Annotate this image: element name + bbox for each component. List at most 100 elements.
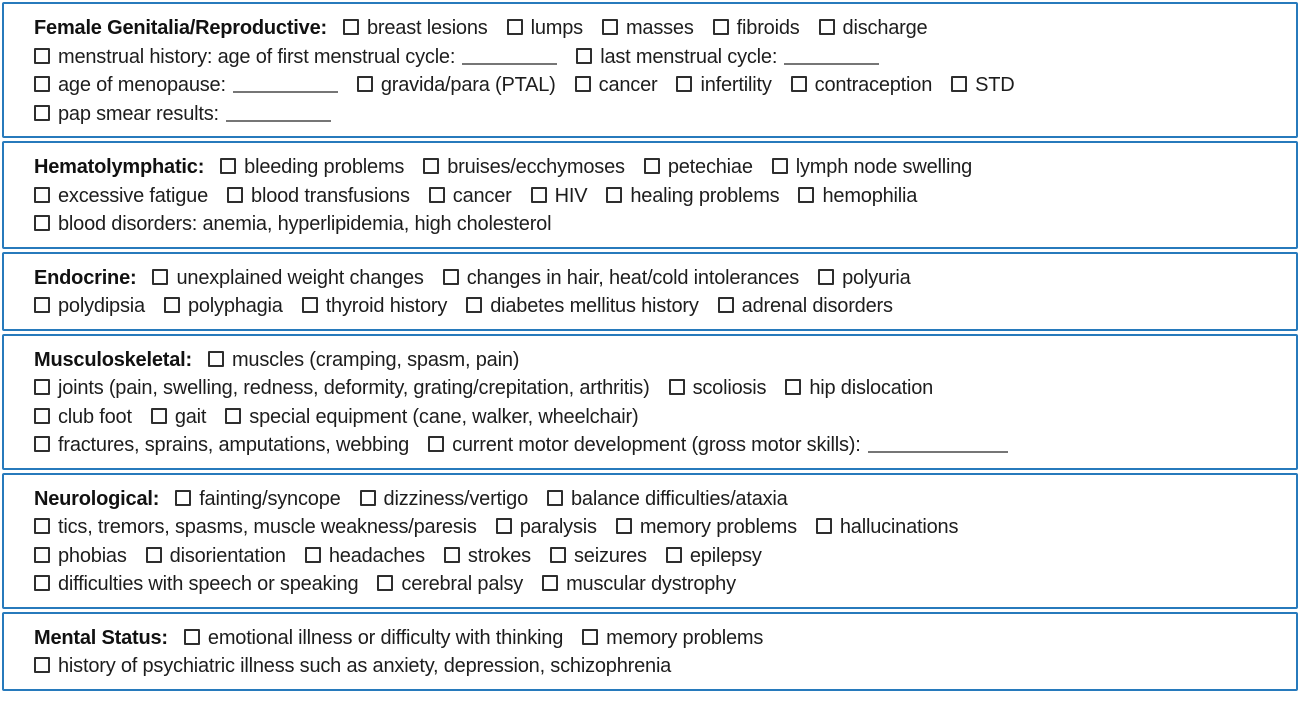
checkbox-unchecked-icon[interactable] — [359, 489, 376, 506]
fill-in-line[interactable] — [462, 62, 558, 65]
checkbox-unchecked-icon[interactable] — [423, 158, 440, 174]
form-line: pap smear results: — [34, 100, 1280, 129]
checkbox-unchecked-icon[interactable] — [34, 215, 50, 231]
checkbox-unchecked-icon[interactable] — [771, 158, 788, 174]
fill-in-line[interactable] — [867, 451, 1008, 453]
checkbox-unchecked-icon[interactable] — [815, 518, 832, 534]
checkbox-unchecked-icon[interactable] — [342, 19, 359, 35]
checkbox-label: contraception — [814, 74, 933, 96]
checkbox-unchecked-icon[interactable] — [301, 297, 318, 313]
checkbox-unchecked-icon[interactable] — [428, 436, 445, 452]
checkbox-label: hallucinations — [839, 516, 959, 538]
fill-in-line[interactable] — [784, 62, 880, 65]
form-line: Female Genitalia/Reproductive:breast les… — [34, 14, 1280, 43]
checkbox-unchecked-icon[interactable] — [530, 186, 547, 203]
checkbox-unchecked-icon[interactable] — [495, 518, 512, 534]
form-line: blood disorders: anemia, hyperlipidemia,… — [34, 210, 1280, 239]
checkbox-unchecked-icon[interactable] — [785, 379, 802, 395]
checklist-item: infertility — [676, 74, 772, 96]
checkbox-unchecked-icon[interactable] — [576, 47, 593, 64]
checklist-item: headaches — [304, 545, 425, 567]
checkbox-unchecked-icon[interactable] — [601, 19, 618, 35]
checkbox-unchecked-icon[interactable] — [220, 158, 237, 174]
checkbox-unchecked-icon[interactable] — [798, 186, 815, 203]
checklist-item: changes in hair, heat/cold intolerances — [442, 267, 799, 289]
checklist-item: age of menopause: — [34, 74, 338, 96]
checkbox-unchecked-icon[interactable] — [790, 76, 807, 92]
checkbox-unchecked-icon[interactable] — [428, 186, 445, 203]
checkbox-unchecked-icon[interactable] — [152, 268, 169, 285]
checkbox-label: healing problems — [630, 184, 780, 207]
section-title: Mental Status: — [34, 626, 168, 649]
fill-in-line[interactable] — [225, 119, 331, 122]
checklist-item: lymph node swelling — [771, 156, 972, 178]
checkbox-unchecked-icon[interactable] — [665, 546, 682, 563]
checkbox-unchecked-icon[interactable] — [163, 297, 180, 313]
checkbox-unchecked-icon[interactable] — [150, 407, 167, 424]
checklist-item: excessive fatigue — [34, 185, 208, 207]
checkbox-unchecked-icon[interactable] — [34, 47, 50, 64]
checkbox-unchecked-icon[interactable] — [34, 407, 50, 424]
form-line: age of menopause:gravida/para (PTAL)canc… — [34, 71, 1280, 100]
checkbox-label: cancer — [452, 184, 512, 207]
checkbox-label: scoliosis — [692, 377, 767, 399]
checklist-item: pap smear results: — [34, 103, 331, 125]
checkbox-unchecked-icon[interactable] — [34, 546, 50, 563]
form-line: Musculoskeletal:muscles (cramping, spasm… — [34, 346, 1280, 375]
checkbox-unchecked-icon[interactable] — [676, 76, 693, 92]
checkbox-unchecked-icon[interactable] — [225, 407, 242, 424]
checkbox-unchecked-icon[interactable] — [34, 186, 50, 203]
checkbox-unchecked-icon[interactable] — [717, 297, 734, 313]
checkbox-unchecked-icon[interactable] — [951, 76, 968, 92]
checkbox-unchecked-icon[interactable] — [34, 297, 50, 313]
checkbox-label: phobias — [58, 544, 127, 567]
checkbox-unchecked-icon[interactable] — [574, 76, 591, 92]
checkbox-unchecked-icon[interactable] — [712, 19, 729, 35]
checkbox-unchecked-icon[interactable] — [304, 546, 321, 563]
checklist-item: unexplained weight changes — [152, 267, 424, 289]
checkbox-unchecked-icon[interactable] — [615, 518, 632, 534]
checkbox-unchecked-icon[interactable] — [818, 19, 835, 35]
checkbox-unchecked-icon[interactable] — [227, 186, 244, 203]
checkbox-unchecked-icon[interactable] — [582, 628, 599, 645]
checkbox-unchecked-icon[interactable] — [443, 546, 460, 563]
checkbox-label: joints (pain, swelling, redness, deformi… — [58, 377, 650, 399]
checkbox-unchecked-icon[interactable] — [643, 158, 660, 174]
fill-in-line[interactable] — [232, 91, 338, 93]
checklist-item: blood transfusions — [227, 185, 410, 207]
checkbox-unchecked-icon[interactable] — [818, 268, 835, 285]
checklist-item: lumps — [506, 17, 583, 39]
checkbox-unchecked-icon[interactable] — [183, 628, 200, 645]
checkbox-unchecked-icon[interactable] — [466, 297, 483, 313]
checkbox-unchecked-icon[interactable] — [34, 76, 50, 92]
checkbox-unchecked-icon[interactable] — [34, 575, 50, 591]
checkbox-label: polyphagia — [187, 295, 283, 317]
checkbox-unchecked-icon[interactable] — [442, 268, 459, 285]
checkbox-unchecked-icon[interactable] — [506, 19, 523, 35]
checkbox-unchecked-icon[interactable] — [175, 489, 192, 506]
checkbox-unchecked-icon[interactable] — [34, 518, 50, 534]
checkbox-unchecked-icon[interactable] — [34, 104, 50, 121]
section-title: Hematolymphatic: — [34, 156, 205, 178]
checkbox-unchecked-icon[interactable] — [34, 657, 50, 673]
checkbox-unchecked-icon[interactable] — [547, 489, 563, 506]
checkbox-unchecked-icon[interactable] — [34, 436, 50, 452]
checklist-item: hip dislocation — [785, 377, 933, 399]
checkbox-label: paralysis — [519, 516, 597, 538]
checkbox-unchecked-icon[interactable] — [34, 379, 50, 395]
checkbox-unchecked-icon[interactable] — [377, 575, 394, 591]
checkbox-unchecked-icon[interactable] — [207, 350, 224, 367]
checklist-item: gravida/para (PTAL) — [356, 74, 556, 96]
checkbox-unchecked-icon[interactable] — [668, 379, 685, 395]
checkbox-unchecked-icon[interactable] — [356, 76, 373, 92]
checkbox-unchecked-icon[interactable] — [542, 575, 559, 591]
checkbox-label: dizziness/vertigo — [383, 487, 529, 510]
checkbox-unchecked-icon[interactable] — [606, 186, 623, 203]
checkbox-unchecked-icon[interactable] — [145, 546, 162, 563]
checkbox-unchecked-icon[interactable] — [549, 546, 566, 563]
